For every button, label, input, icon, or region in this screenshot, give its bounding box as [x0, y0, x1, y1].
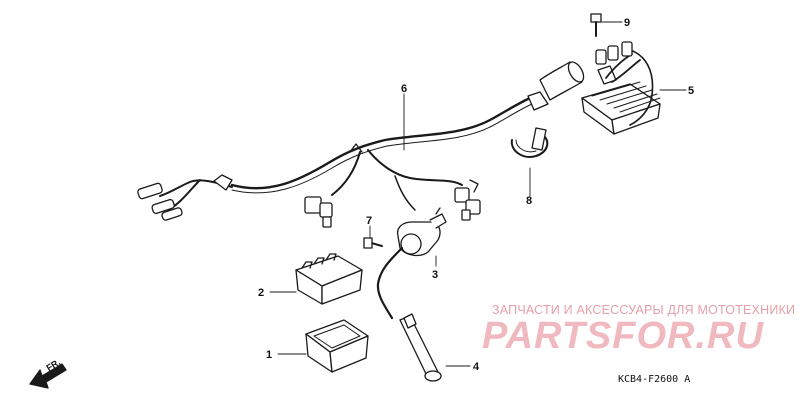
diagram-code: KCB4-F2600 A [618, 374, 691, 385]
callout-7: 7 [366, 215, 372, 227]
callout-6: 6 [401, 83, 407, 95]
callout-1: 1 [266, 349, 272, 361]
callout-8: 8 [526, 195, 532, 207]
callout-4: 4 [473, 361, 480, 373]
wire-harness [137, 61, 585, 228]
spark-plug-cap [399, 313, 442, 382]
cdi-unit [295, 253, 363, 305]
callout-9: 9 [624, 17, 630, 29]
wire-band [510, 127, 549, 158]
front-direction-arrow [29, 363, 67, 389]
watermark-logo: PARTSFOR.RU [482, 315, 764, 357]
callout-2: 2 [258, 287, 264, 299]
watermark-tagline: ЗАПЧАСТИ И АКСЕССУАРЫ ДЛЯ МОТОТЕХНИКИ [492, 303, 796, 317]
cdi-rubber-mount [305, 319, 369, 373]
leader-lines [269, 21, 687, 367]
callout-5: 5 [688, 85, 694, 97]
callout-3: 3 [432, 269, 438, 281]
ignition-coil [363, 207, 447, 320]
regulator-rectifier [581, 13, 661, 135]
